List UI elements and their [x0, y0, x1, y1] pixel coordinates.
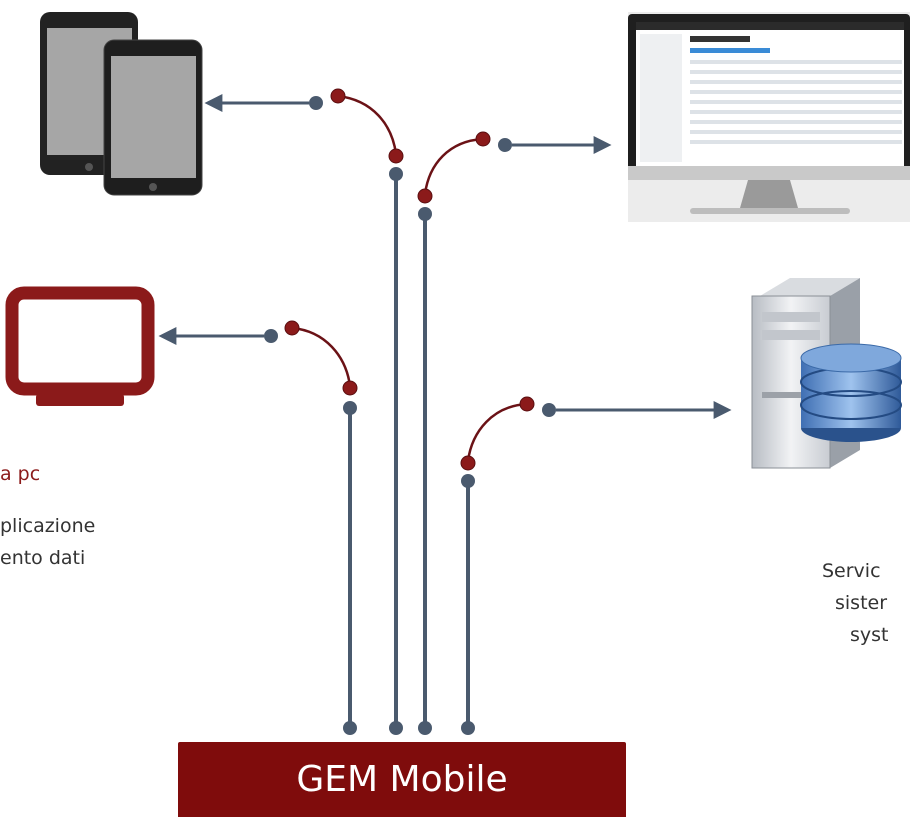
pc-node-line-1: plicazione	[0, 515, 96, 537]
tablets-icon	[40, 12, 203, 196]
trunk-lines	[348, 174, 470, 728]
server-database-icon	[751, 278, 902, 469]
pc-icon	[5, 286, 155, 406]
connector-tablets	[204, 88, 404, 181]
connector-pc	[158, 320, 358, 415]
server-node-line-1: Servic	[822, 560, 881, 582]
monitor-icon	[628, 12, 910, 222]
connector-monitor	[417, 131, 612, 221]
pc-node-line-2: ento dati	[0, 547, 86, 569]
gem-mobile-hub: GEM Mobile	[178, 742, 626, 817]
pc-node-title: a pc	[0, 463, 41, 485]
connector-server	[460, 396, 732, 488]
server-node-line-3: syst	[850, 624, 889, 646]
trunk-bottom-dots	[343, 721, 475, 735]
server-node-line-2: sister	[835, 592, 888, 614]
